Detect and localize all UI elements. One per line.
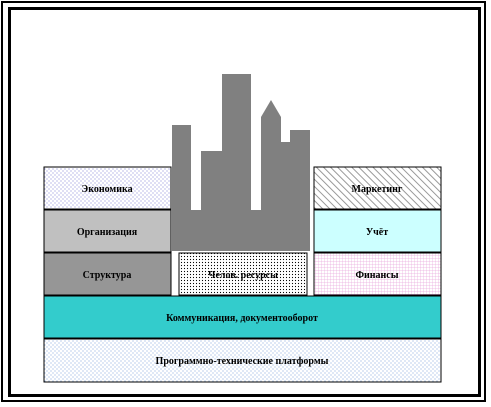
organization-label: Организация — [77, 227, 138, 238]
finance-block — [313, 252, 442, 296]
economics-label: Экономика — [81, 184, 132, 195]
organization-block — [43, 209, 172, 253]
human-resources-block — [178, 252, 308, 296]
skyline-icon — [172, 74, 310, 251]
outer-frame — [1, 1, 486, 402]
accounting-label: Учёт — [366, 227, 388, 238]
communication-label: Коммуникация, документооборот — [166, 313, 318, 324]
structure-block — [43, 252, 172, 296]
economics-block — [43, 166, 172, 210]
structure-label: Структура — [83, 270, 132, 281]
accounting-block — [313, 209, 442, 253]
marketing-label: Маркетинг — [352, 184, 403, 195]
finance-label: Финансы — [355, 270, 398, 281]
human-resources-label: Челов. ресурсы — [208, 270, 278, 281]
communication-block — [43, 295, 442, 339]
platforms-block — [43, 338, 442, 383]
platforms-label: Программно-технические платформы — [156, 356, 329, 367]
inner-frame — [8, 7, 481, 397]
marketing-block — [313, 166, 442, 210]
